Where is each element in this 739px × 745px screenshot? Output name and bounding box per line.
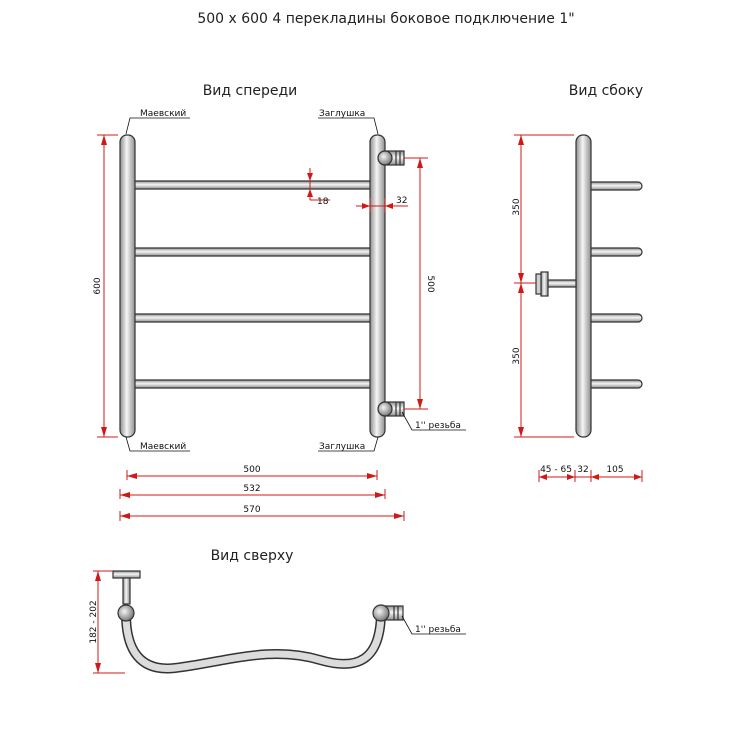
left-post-top [117,604,135,622]
dim-105: 105 [606,465,623,475]
side-bar-1 [582,181,643,191]
side-bar-2 [582,247,643,257]
dim-182-202: 182 - 202 [89,600,99,643]
dim-532: 532 [243,484,260,494]
dim-500-vertical: 500 [425,275,435,292]
crossbar-4 [121,379,383,389]
dim-side-32: 32 [577,465,588,475]
plug-top-label: Заглушка [319,109,365,119]
top-flange [112,570,141,579]
side-view-heading: Вид сбоку [569,83,643,99]
side-view: 350 350 45 - 65 32 105 [512,134,643,482]
drawing-title: 500 х 600 4 перекладины боковое подключе… [197,11,574,27]
mayevsky-bottom-label: Маевский [140,442,186,452]
mayevsky-top-label: Маевский [140,109,186,119]
curved-bar [122,610,385,672]
front-view-heading: Вид спереди [203,83,298,99]
curved-bar-outline [121,609,386,674]
wall-bracket [535,271,577,297]
top-bracket-stem [122,577,131,605]
dim-45-65: 45 - 65 [540,465,572,475]
top-view-heading: Вид сверху [211,548,294,564]
thread-label-front: 1'' резьба [415,421,461,431]
dim-500-horizontal: 500 [243,465,260,475]
plug-bottom-label: Заглушка [319,442,365,452]
right-post [369,134,386,438]
top-connector [377,150,405,166]
dim-570: 570 [243,505,260,515]
thread-label-top: 1'' резьба [415,625,461,635]
bottom-connector [377,401,405,417]
top-connector-view [372,604,404,622]
dim-350-bottom: 350 [512,347,522,364]
side-bar-4 [582,379,643,389]
crossbar-3 [121,313,383,323]
dim-18: 18 [317,197,329,207]
left-post [119,134,136,438]
top-view: 1'' резьба 182 - 202 [89,570,466,674]
crossbar-2 [121,247,383,257]
crossbar-1 [121,180,383,190]
dim-600: 600 [93,277,103,294]
side-post [575,134,592,438]
front-view: Маевский Заглушка Маевский Заглушка 1'' … [93,109,466,521]
dim-350-top: 350 [512,198,522,215]
side-bar-3 [582,313,643,323]
dim-32: 32 [396,196,407,206]
